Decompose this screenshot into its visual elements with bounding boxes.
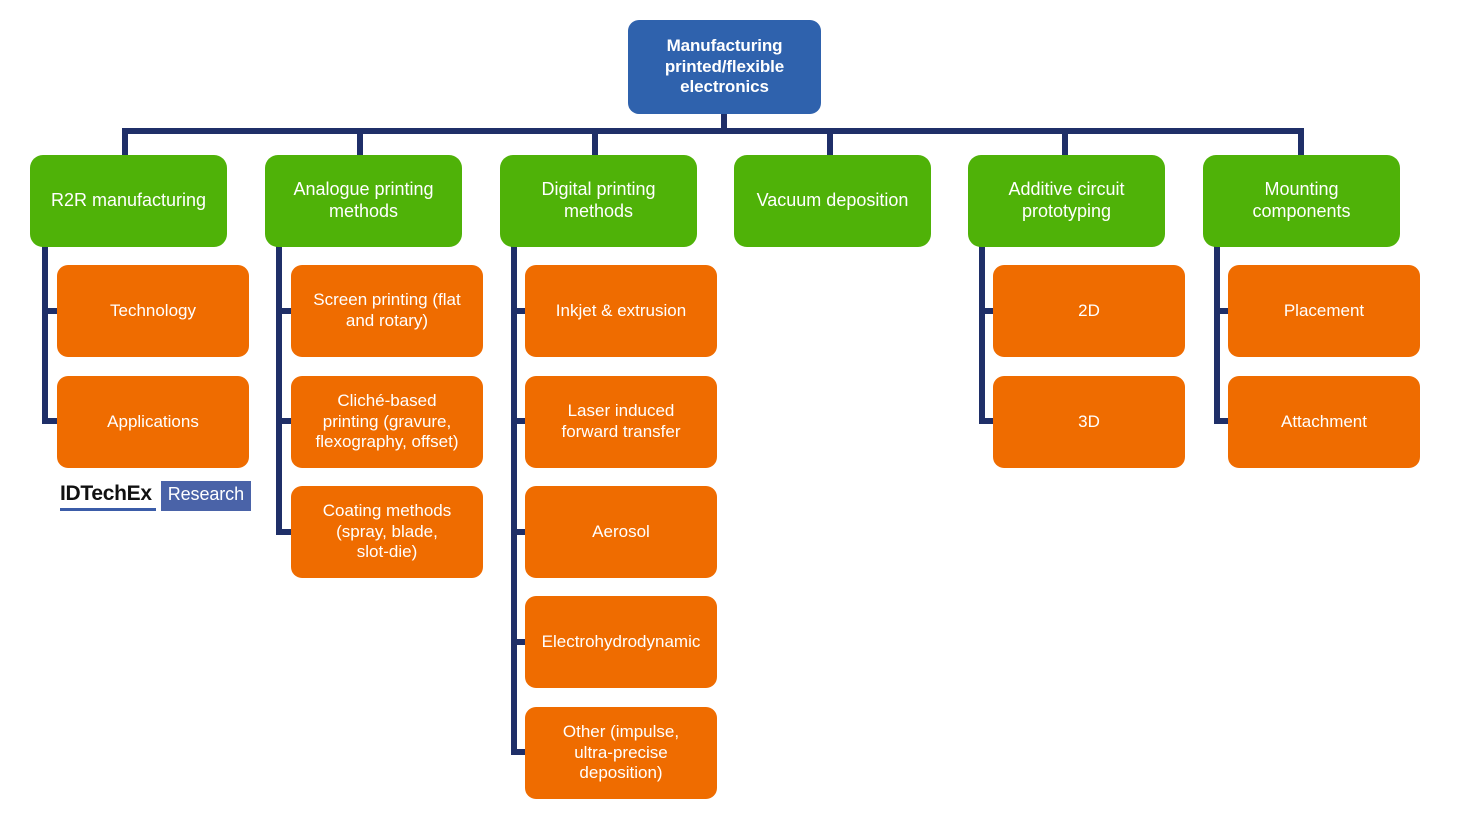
- node-category-analogue-printing-methods[interactable]: Analogue printing methods: [265, 155, 462, 247]
- node-leaf-other-impulse[interactable]: Other (impulse, ultra-precise deposition…: [525, 707, 717, 799]
- node-category-label: Analogue printing methods: [293, 179, 434, 221]
- connector-trunk-4: [979, 243, 985, 422]
- node-root[interactable]: Manufacturing printed/flexible electroni…: [628, 20, 821, 114]
- connector-branch-5-1: [1214, 418, 1236, 424]
- connector-trunk-5: [1214, 243, 1220, 422]
- node-leaf-label: Laser induced forward transfer: [561, 401, 681, 441]
- node-leaf-attachment[interactable]: Attachment: [1228, 376, 1420, 468]
- connector-branch-2-4: [511, 749, 533, 755]
- connector-trunk-2: [511, 243, 517, 753]
- connector-branch-2-2: [511, 529, 533, 535]
- connector-branch-0-1: [42, 418, 64, 424]
- connector-branch-2-3: [511, 639, 533, 645]
- node-leaf-applications[interactable]: Applications: [57, 376, 249, 468]
- node-leaf-cliche-based-printing[interactable]: Cliché-based printing (gravure, flexogra…: [291, 376, 483, 468]
- connector-branch-1-1: [276, 418, 298, 424]
- idtechex-wordmark: IDTechEx: [60, 481, 156, 511]
- connector-branch-0-0: [42, 308, 64, 314]
- connector-bus: [122, 128, 1304, 134]
- connector-bus-drop-4: [1062, 128, 1068, 156]
- connector-bus-drop-0: [122, 128, 128, 156]
- connector-trunk-1: [276, 243, 282, 533]
- idtechex-research-logo: IDTechEx Research: [60, 481, 251, 511]
- node-root-label: Manufacturing printed/flexible electroni…: [664, 35, 785, 97]
- node-category-label: Additive circuit prototyping: [1008, 179, 1125, 221]
- node-leaf-aerosol[interactable]: Aerosol: [525, 486, 717, 578]
- node-leaf-label: Applications: [107, 411, 199, 431]
- node-leaf-2d[interactable]: 2D: [993, 265, 1185, 357]
- connector-branch-2-1: [511, 418, 533, 424]
- connector-bus-drop-3: [827, 128, 833, 156]
- node-leaf-label: Screen printing (flat and rotary): [313, 290, 461, 330]
- node-category-label: Vacuum deposition: [756, 190, 909, 211]
- node-leaf-screen-printing[interactable]: Screen printing (flat and rotary): [291, 265, 483, 357]
- research-tag: Research: [160, 481, 251, 511]
- node-leaf-3d[interactable]: 3D: [993, 376, 1185, 468]
- node-category-mounting-components[interactable]: Mounting components: [1203, 155, 1400, 247]
- connector-branch-1-0: [276, 308, 298, 314]
- node-leaf-label: Placement: [1283, 300, 1365, 320]
- node-leaf-label: Technology: [109, 300, 196, 320]
- node-leaf-label: 2D: [1078, 300, 1100, 320]
- node-category-label: R2R manufacturing: [50, 190, 207, 211]
- node-leaf-label: Attachment: [1281, 411, 1367, 431]
- node-category-vacuum-deposition[interactable]: Vacuum deposition: [734, 155, 931, 247]
- node-leaf-electrohydrodynamic[interactable]: Electrohydrodynamic: [525, 596, 717, 688]
- connector-branch-1-2: [276, 529, 298, 535]
- node-leaf-placement[interactable]: Placement: [1228, 265, 1420, 357]
- node-category-r2r-manufacturing[interactable]: R2R manufacturing: [30, 155, 227, 247]
- node-category-label: Mounting components: [1252, 179, 1351, 221]
- connector-trunk-0: [42, 243, 48, 422]
- connector-branch-2-0: [511, 308, 533, 314]
- connector-branch-5-0: [1214, 308, 1236, 314]
- node-leaf-coating-methods[interactable]: Coating methods (spray, blade, slot-die): [291, 486, 483, 578]
- node-leaf-label: Cliché-based printing (gravure, flexogra…: [315, 390, 459, 452]
- node-leaf-inkjet-extrusion[interactable]: Inkjet & extrusion: [525, 265, 717, 357]
- connector-bus-drop-2: [592, 128, 598, 156]
- connector-bus-drop-1: [357, 128, 363, 156]
- node-leaf-label: Coating methods (spray, blade, slot-die): [322, 500, 452, 562]
- node-category-label: Digital printing methods: [541, 179, 656, 221]
- node-leaf-label: Other (impulse, ultra-precise deposition…: [562, 721, 680, 783]
- node-leaf-label: Electrohydrodynamic: [541, 631, 701, 651]
- node-leaf-label: Aerosol: [592, 521, 650, 541]
- node-leaf-label: Inkjet & extrusion: [555, 300, 687, 320]
- node-category-digital-printing-methods[interactable]: Digital printing methods: [500, 155, 697, 247]
- node-leaf-laser-induced-forward-transfer[interactable]: Laser induced forward transfer: [525, 376, 717, 468]
- connector-branch-4-1: [979, 418, 1001, 424]
- connector-bus-drop-5: [1298, 128, 1304, 156]
- node-leaf-label: 3D: [1078, 411, 1100, 431]
- connector-root-stem: [721, 112, 727, 134]
- node-category-additive-circuit-prototyping[interactable]: Additive circuit prototyping: [968, 155, 1165, 247]
- connector-branch-4-0: [979, 308, 1001, 314]
- node-leaf-technology[interactable]: Technology: [57, 265, 249, 357]
